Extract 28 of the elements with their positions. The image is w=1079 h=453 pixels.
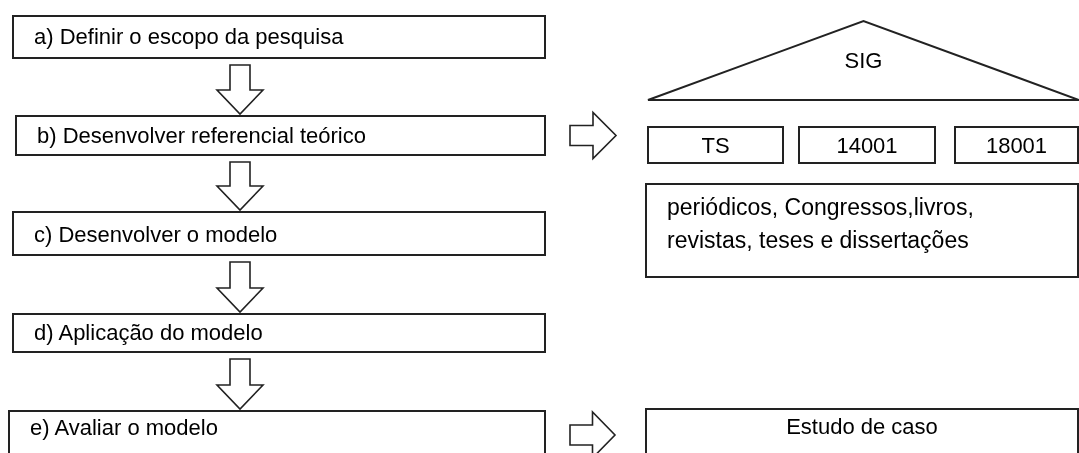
step-text: a) Definir o escopo da pesquisa bbox=[34, 23, 344, 51]
process-box bbox=[798, 126, 936, 164]
step-text: e) Avaliar o modelo bbox=[30, 414, 218, 442]
step-text: c) Desenvolver o modelo bbox=[34, 221, 278, 249]
process-box bbox=[12, 15, 546, 59]
step-text: SIG bbox=[843, 47, 884, 75]
process-box bbox=[647, 126, 784, 164]
process-box bbox=[8, 410, 546, 453]
step-text: 18001 bbox=[984, 132, 1049, 160]
step-text: Estudo de caso bbox=[785, 413, 939, 441]
step-text: b) Desenvolver referencial teórico bbox=[37, 122, 366, 150]
block-arrow bbox=[215, 358, 265, 411]
step-text: d) Aplicação do modelo bbox=[34, 319, 263, 347]
process-box bbox=[15, 115, 546, 156]
block-arrow bbox=[215, 161, 265, 212]
roof-triangle bbox=[648, 21, 1079, 101]
process-box bbox=[645, 408, 1079, 453]
process-box bbox=[12, 211, 546, 256]
block-arrow bbox=[215, 261, 265, 314]
process-box bbox=[954, 126, 1079, 164]
step-text: 14001 bbox=[835, 132, 899, 160]
step-text: TS bbox=[700, 132, 731, 160]
step-text: periódicos, Congressos,livros, revistas, teses e dissertações bbox=[667, 193, 975, 255]
block-arrow bbox=[215, 64, 265, 116]
process-box bbox=[12, 313, 546, 353]
block-arrow bbox=[569, 110, 618, 161]
process-box bbox=[645, 183, 1079, 278]
block-arrow bbox=[569, 410, 617, 453]
